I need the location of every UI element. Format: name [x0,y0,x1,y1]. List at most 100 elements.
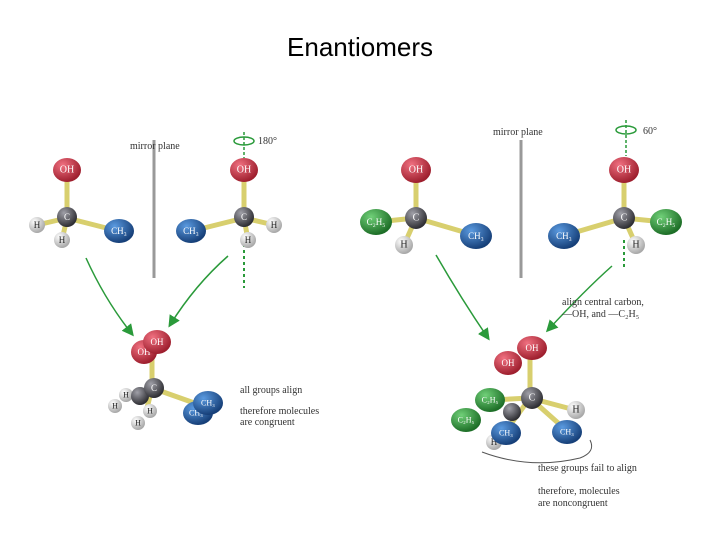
oh-atom [494,351,522,375]
note-congruent-left-1: therefore molecules [240,406,319,417]
c2h5-atom [360,209,392,235]
oh-atom [53,158,81,182]
ch3-atom [460,223,492,249]
page-title: Enantiomers [287,32,433,62]
svg-text:OH: OH [151,337,164,347]
arrow-icon [435,254,490,341]
c-atom [234,207,254,227]
h-atom [627,236,645,254]
rotation-label-right: 60° [643,126,657,137]
note-align-right-2: —OH, and —C₂H₅ [561,309,639,320]
h-atom [240,232,256,248]
h-atom [29,217,45,233]
svg-text:CH₃: CH₃ [201,399,215,408]
arrow-icon [85,257,134,337]
h-atom [567,401,585,419]
ch3-atom [193,391,223,415]
h-atom [143,404,157,418]
svg-text:CH₃: CH₃ [111,226,127,236]
ch3-atom [548,223,580,249]
svg-text:C₂H₅: C₂H₅ [458,416,475,425]
molecule-left-superimposed: OH OH H H H H C CH₃ CH₃ [108,330,223,430]
svg-text:H: H [112,402,118,411]
svg-text:H: H [147,407,153,416]
arrow-icon [545,265,613,333]
mirror-plane-label-right: mirror plane [493,127,543,138]
h-atom [131,416,145,430]
svg-text:C: C [529,393,536,404]
mirror-plane-label-left: mirror plane [130,141,180,152]
svg-text:CH₃: CH₃ [183,226,199,236]
svg-text:OH: OH [138,347,151,357]
c-atom [57,207,77,227]
svg-text:OH: OH [237,165,251,176]
note-congruent-left-2: are congruent [240,417,295,428]
svg-text:C₂H₅: C₂H₅ [367,217,386,227]
svg-text:OH: OH [60,165,74,176]
oh-atom [143,330,171,354]
oh-atom [230,158,258,182]
c-atom [613,207,635,229]
molecule-right-a: OH C₂H₅ H C CH₃ [360,157,492,254]
arrow-icon [168,255,229,328]
svg-text:OH: OH [409,165,423,176]
h-atom [119,388,133,402]
c2h5-atom [451,408,481,432]
svg-text:CH₃: CH₃ [468,231,484,241]
svg-text:H: H [245,235,252,245]
svg-text:H: H [632,240,639,251]
h-atom [266,217,282,233]
svg-text:C: C [64,212,70,222]
molecule-left-a: OH H H C CH₃ [29,158,134,248]
h-atom [108,399,122,413]
svg-text:OH: OH [526,343,539,353]
svg-text:H: H [135,419,141,428]
svg-text:CH₃: CH₃ [560,428,574,437]
c-atom [521,387,543,409]
c-atom [144,378,164,398]
svg-text:H: H [123,391,129,400]
molecule-right-b: OH C₂H₅ H C CH₃ 60° [548,120,682,268]
svg-text:H: H [271,220,278,230]
molecule-left-b: OH H H C CH₃ 180° [176,132,282,288]
svg-text:CH₃: CH₃ [499,429,513,438]
svg-text:C₂H₅: C₂H₅ [657,217,676,227]
oh-atom [609,157,639,183]
svg-text:C: C [151,383,157,393]
h-atom [54,232,70,248]
svg-text:H: H [400,240,407,251]
svg-text:C₂H₅: C₂H₅ [482,396,499,405]
svg-text:H: H [572,405,579,416]
svg-text:CH₃: CH₃ [556,231,572,241]
note-align-right-1: align central carbon, [562,297,644,308]
ch3-atom [552,420,582,444]
ch3-atom [491,421,521,445]
h-atom [395,236,413,254]
oh-atom [401,157,431,183]
c-atom [503,403,521,421]
svg-text:OH: OH [502,358,515,368]
svg-text:OH: OH [617,165,631,176]
note-noncongruent-right-1: therefore, molecules [538,486,620,497]
ch3-atom [104,219,134,243]
oh-atom [517,336,547,360]
c-atom [131,387,149,405]
c-atom [405,207,427,229]
svg-text:C: C [621,213,628,224]
svg-text:C: C [413,213,420,224]
bracket-icon [481,439,593,464]
c2h5-atom [650,209,682,235]
svg-text:H: H [491,437,498,447]
molecule-right-superimposed: OH OH C₂H₅ C₂H₅ C H H CH₃ CH₃ [451,336,585,450]
note-fail-right: these groups fail to align [538,463,637,474]
rotation-label-left: 180° [258,136,277,147]
svg-text:C: C [241,212,247,222]
ch3-atom [176,219,206,243]
note-align-left: all groups align [240,385,302,396]
svg-text:H: H [59,235,66,245]
svg-text:CH₃: CH₃ [189,409,203,418]
note-noncongruent-right-2: are noncongruent [538,498,608,509]
c2h5-atom [475,388,505,412]
svg-text:H: H [34,220,41,230]
